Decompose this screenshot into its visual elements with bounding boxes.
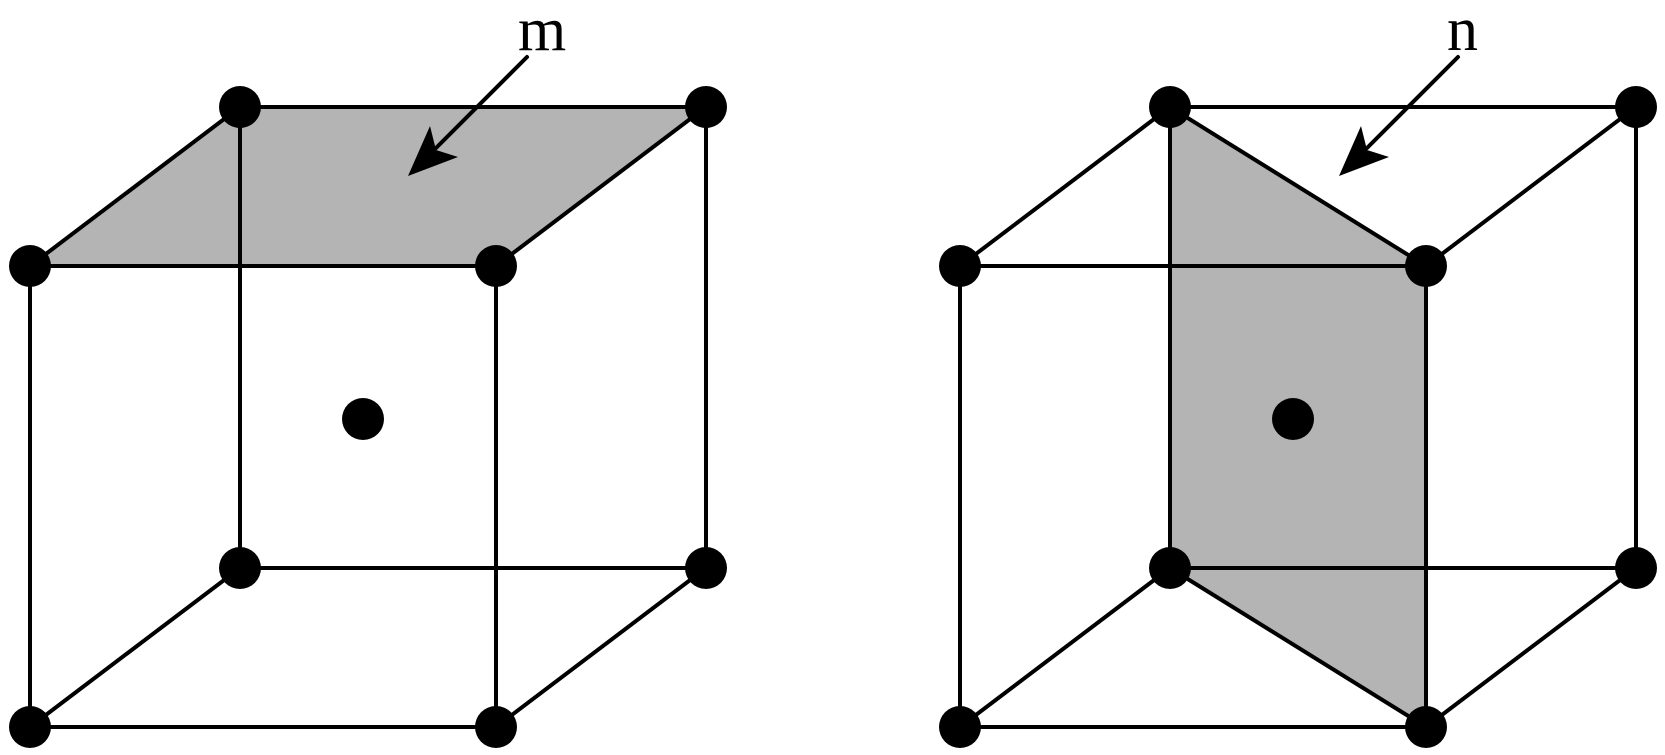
atom <box>9 706 51 748</box>
atom <box>1615 547 1657 589</box>
arrow-shaft <box>1365 55 1460 150</box>
edge <box>1168 566 1428 729</box>
label-n: n <box>1447 0 1478 64</box>
cube-left: m <box>9 0 727 748</box>
atom <box>1615 86 1657 128</box>
atom <box>685 86 727 128</box>
cube-right: n <box>939 0 1657 748</box>
edge <box>1424 566 1638 729</box>
atom <box>1405 245 1447 287</box>
atom <box>219 86 261 128</box>
label-m: m <box>518 0 566 64</box>
arrow-shaft <box>434 55 529 150</box>
arrow-m <box>408 55 529 176</box>
atom <box>9 245 51 287</box>
edge <box>494 105 708 268</box>
body-center-atom <box>1272 398 1314 440</box>
edge <box>28 566 242 729</box>
body-center-atom <box>342 398 384 440</box>
cube-left-edges <box>28 105 708 729</box>
edge <box>1168 105 1428 268</box>
atom <box>1149 86 1191 128</box>
atom <box>219 547 261 589</box>
atom <box>475 245 517 287</box>
atom <box>1405 706 1447 748</box>
plane-m <box>30 107 706 266</box>
edge <box>958 566 1172 729</box>
cube-right-atoms <box>939 86 1657 748</box>
edge <box>1424 105 1638 268</box>
edge <box>958 105 1172 268</box>
arrow-head <box>408 126 458 176</box>
atom <box>939 706 981 748</box>
edge <box>494 566 708 729</box>
arrow-n <box>1339 55 1460 176</box>
atom <box>939 245 981 287</box>
edge <box>28 105 242 268</box>
atom <box>475 706 517 748</box>
atom <box>685 547 727 589</box>
atom <box>1149 547 1191 589</box>
cube-left-atoms <box>9 86 727 748</box>
arrow-head <box>1339 126 1389 176</box>
cube-right-edges <box>958 105 1638 729</box>
